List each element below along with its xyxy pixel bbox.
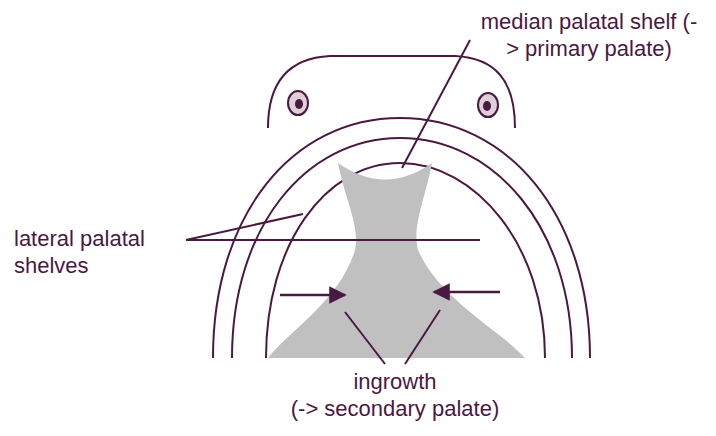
nostril-dot	[295, 99, 303, 109]
nostril	[478, 93, 498, 117]
leader-line	[186, 239, 480, 241]
nostril	[288, 91, 308, 115]
part-label: ingrowth (-> secondary palate)	[275, 368, 515, 422]
leader-line	[405, 310, 440, 364]
leader-line	[345, 312, 385, 364]
ingrowth-arrow	[434, 291, 500, 294]
lip-outline	[232, 138, 572, 358]
part-label: median palatal shelf (-> primary palate)	[478, 8, 700, 62]
outer-head-outline	[213, 118, 590, 358]
leader-line	[186, 214, 303, 240]
nostril-dot	[483, 101, 491, 111]
ingrowth-arrow	[280, 294, 345, 297]
leader-line	[402, 40, 470, 168]
palatal-shelves	[268, 163, 525, 358]
part-label: lateral palatal shelves	[14, 225, 184, 279]
mouth-outline	[266, 163, 545, 358]
